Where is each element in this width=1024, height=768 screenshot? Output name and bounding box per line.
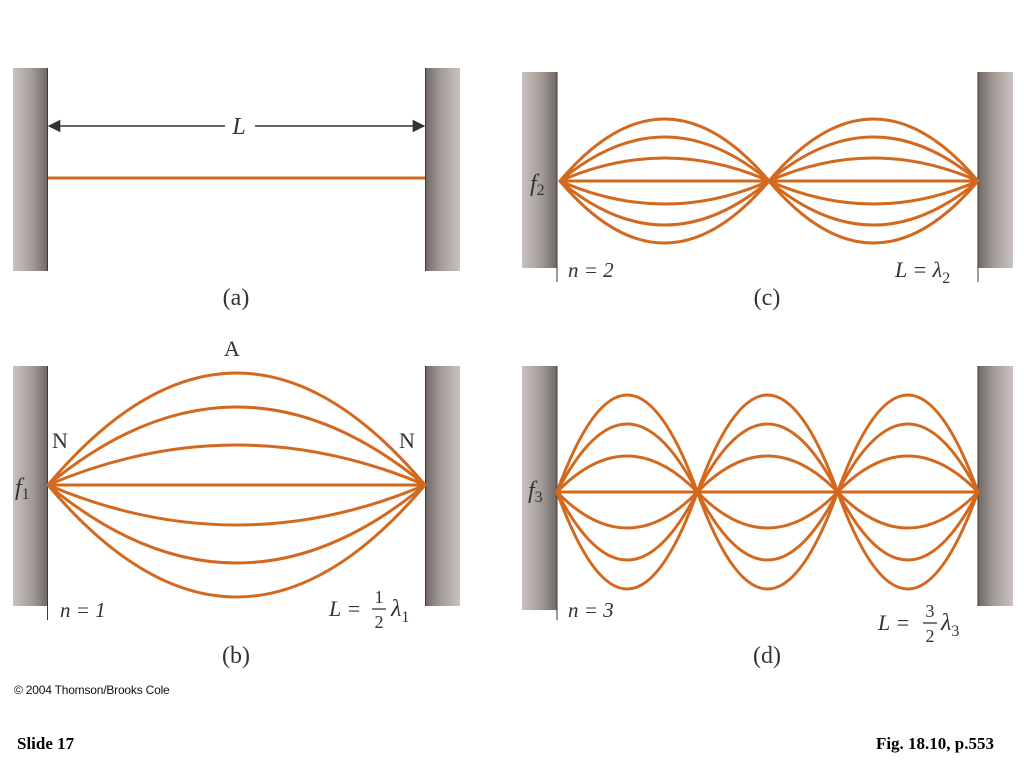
string-curve — [695, 490, 840, 562]
right-wall — [425, 68, 460, 271]
string-curve — [695, 454, 840, 494]
relation-b: L = 1 2 λ1 — [328, 587, 409, 632]
left-wall — [13, 68, 48, 271]
string-curve — [836, 490, 980, 530]
freq-label-b: f1 — [15, 475, 30, 503]
slide-number: Slide 17 — [17, 734, 75, 753]
string-curve — [555, 422, 699, 494]
string-curve — [767, 179, 980, 245]
string-curve — [558, 179, 771, 227]
left-wall — [13, 366, 48, 606]
caption-c: (c) — [754, 285, 781, 311]
wave-mode-1 — [46, 371, 427, 599]
panel-c: f2 n = 2 L = λ2 (c) — [522, 72, 1013, 311]
left-wall — [522, 72, 557, 268]
freq-label-d: f3 — [528, 478, 543, 506]
string-curve — [836, 490, 980, 562]
string-curve — [558, 135, 771, 183]
string-curve — [767, 117, 980, 183]
wave-mode-3 — [555, 393, 980, 591]
string-curve — [558, 179, 771, 206]
string-curve — [555, 490, 699, 530]
string-curve — [695, 490, 840, 591]
string-curve — [836, 454, 980, 494]
panel-a: L (a) — [13, 68, 460, 311]
string-curve — [836, 422, 980, 494]
string-curve — [46, 443, 427, 487]
svg-text:L =: L = — [877, 610, 910, 635]
length-label: L — [231, 114, 245, 140]
right-wall — [978, 72, 1013, 268]
node-label-left: N — [52, 428, 68, 453]
string-curve — [558, 117, 771, 183]
right-wall — [425, 366, 460, 606]
panel-b: A N N f1 n = 1 L = 1 2 λ1 (b) — [13, 336, 460, 669]
svg-text:2: 2 — [926, 626, 935, 646]
antinode-label: A — [224, 336, 240, 361]
relation-c: L = λ2 — [894, 257, 950, 287]
string-curve — [46, 483, 427, 565]
string-curve — [767, 179, 980, 206]
copyright-notice: © 2004 Thomson/Brooks Cole — [14, 683, 170, 697]
string-curve — [836, 490, 980, 591]
string-curve — [555, 393, 699, 494]
string-curve — [695, 393, 840, 494]
n-label-d: n = 3 — [568, 598, 614, 622]
string-curve — [836, 393, 980, 494]
string-curve — [767, 156, 980, 183]
svg-text:3: 3 — [926, 601, 935, 621]
string-curve — [767, 135, 980, 183]
string-curve — [555, 454, 699, 494]
caption-a: (a) — [223, 285, 250, 311]
string-curve — [46, 405, 427, 487]
figure-reference: Fig. 18.10, p.553 — [875, 734, 994, 753]
string-curve — [555, 490, 699, 562]
n-label-b: n = 1 — [60, 598, 106, 622]
freq-label-c: f2 — [530, 171, 545, 199]
string-curve — [46, 483, 427, 527]
svg-text:λ3: λ3 — [940, 610, 959, 640]
wave-mode-2 — [558, 117, 980, 245]
string-curve — [46, 483, 427, 599]
string-curve — [695, 490, 840, 530]
string-curve — [558, 156, 771, 183]
svg-text:L =: L = — [328, 596, 361, 621]
string-curve — [46, 371, 427, 487]
n-label-c: n = 2 — [568, 258, 614, 282]
svg-text:2: 2 — [375, 612, 384, 632]
relation-d: L = 3 2 λ3 — [877, 601, 959, 646]
left-wall — [522, 366, 557, 610]
svg-text:λ1: λ1 — [390, 596, 409, 626]
node-label-right: N — [399, 428, 415, 453]
caption-d: (d) — [753, 643, 781, 669]
caption-b: (b) — [222, 643, 250, 669]
string-curve — [558, 179, 771, 245]
string-curve — [695, 422, 840, 494]
svg-text:1: 1 — [375, 587, 384, 607]
string-curve — [767, 179, 980, 227]
string-curve — [555, 490, 699, 591]
panel-d: f3 n = 3 L = 3 2 λ3 (d) — [522, 366, 1013, 669]
right-wall — [978, 366, 1013, 606]
